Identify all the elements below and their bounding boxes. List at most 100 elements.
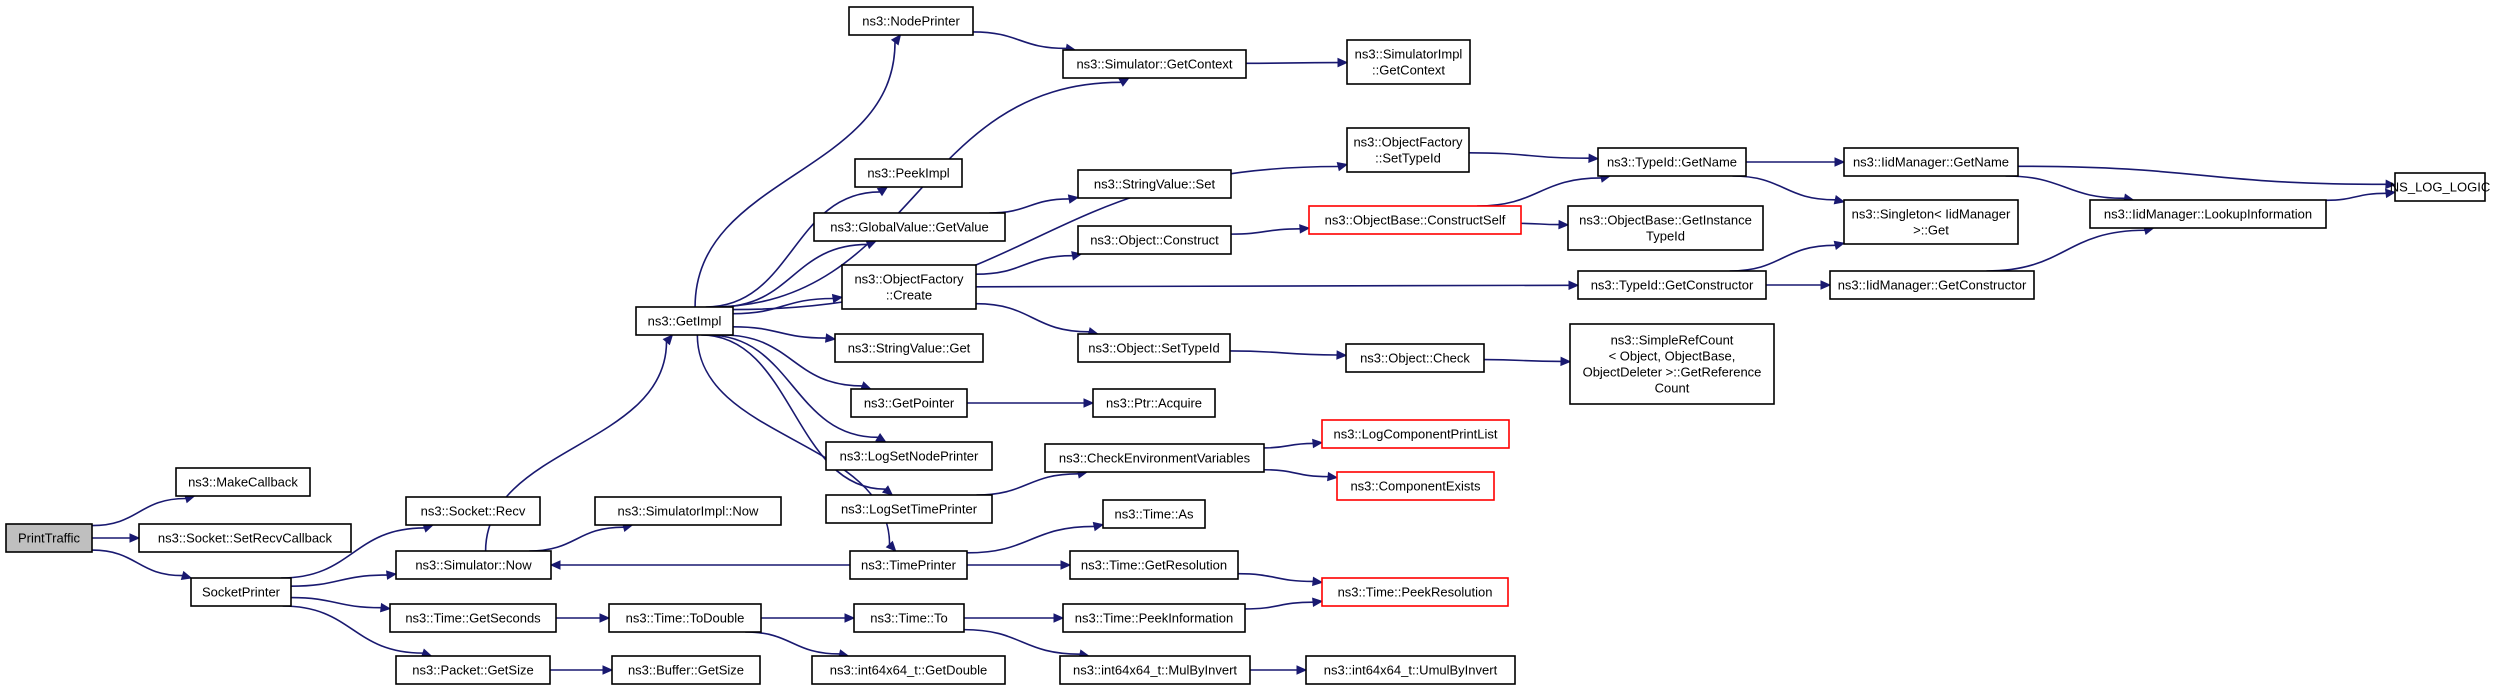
node-label: PrintTraffic: [18, 531, 81, 546]
node-printtraffic[interactable]: PrintTraffic: [5, 523, 93, 553]
node-int64-mulbyinvert[interactable]: ns3::int64x64_t::MulByInvert: [1059, 655, 1251, 685]
edge-arrowhead: [824, 333, 837, 343]
node-iidmanager-getname[interactable]: ns3::IidManager::GetName: [1843, 147, 2019, 177]
node-time-peekresolution[interactable]: ns3::Time::PeekResolution: [1321, 577, 1509, 607]
call-edge-int64-mulbyinvert-to-int64-umulbyinvert: [1250, 665, 1308, 675]
edge-line: [976, 473, 1079, 496]
node-time-peekinformation[interactable]: ns3::Time::PeekInformation: [1062, 603, 1246, 633]
node-packet-getsize[interactable]: ns3::Packet::GetSize: [395, 655, 551, 685]
node-box: [190, 577, 292, 607]
node-peekimpl[interactable]: ns3::PeekImpl: [854, 158, 963, 188]
node-simulatorimpl-now[interactable]: ns3::SimulatorImpl::Now: [594, 496, 782, 526]
node-box: [825, 494, 993, 524]
node-label: ns3::Socket::SetRecvCallback: [158, 531, 333, 546]
node-box: [853, 603, 965, 633]
call-edge-printtraffic-to-socketprinter: [91, 549, 193, 581]
node-nodeprinter[interactable]: ns3::NodePrinter: [848, 6, 974, 36]
node-object-construct[interactable]: ns3::Object::Construct: [1077, 225, 1232, 255]
call-edge-getimpl-to-objectfactory-create: [732, 293, 844, 315]
call-edge-simulator-getcontext-to-simulatorimpl-getcontext: [1245, 57, 1349, 68]
node-label: < Object, ObjectBase,: [1609, 349, 1736, 364]
node-getimpl[interactable]: ns3::GetImpl: [635, 306, 734, 336]
node-checkenvvars[interactable]: ns3::CheckEnvironmentVariables: [1044, 443, 1265, 473]
call-edge-socketprinter-to-time-getseconds: [290, 596, 392, 613]
node-time-getresolution[interactable]: ns3::Time::GetResolution: [1069, 550, 1239, 580]
node-getpointer[interactable]: ns3::GetPointer: [850, 388, 968, 418]
node-box: [1567, 205, 1764, 251]
node-iidmanager-getconstructor[interactable]: ns3::IidManager::GetConstructor: [1829, 270, 2035, 300]
node-time-getseconds[interactable]: ns3::Time::GetSeconds: [389, 603, 557, 633]
node-box: [1044, 443, 1265, 473]
node-setrecvcallback[interactable]: ns3::Socket::SetRecvCallback: [138, 523, 352, 553]
node-objectfactory-create[interactable]: ns3::ObjectFactory::Create: [841, 264, 977, 310]
edge-arrowhead: [1336, 161, 1349, 172]
node-iidmanager-lookupinformation[interactable]: ns3::IidManager::LookupInformation: [2089, 199, 2327, 229]
node-logsetnodeprinter[interactable]: ns3::LogSetNodePrinter: [825, 441, 993, 471]
node-object-check[interactable]: ns3::Object::Check: [1345, 343, 1485, 373]
edge-arrowhead: [1312, 438, 1324, 449]
call-edge-objectfactory-create-to-object-construct: [975, 251, 1083, 275]
node-stringvalue-set[interactable]: ns3::StringValue::Set: [1077, 169, 1232, 199]
edge-arrowhead: [1296, 665, 1308, 675]
node-objectbase-constructself[interactable]: ns3::ObjectBase::ConstructSelf: [1308, 205, 1522, 235]
node-simulator-now[interactable]: ns3::Simulator::Now: [395, 550, 552, 580]
node-box: [1843, 147, 2019, 177]
call-edge-timeprinter-to-simulator-now: [549, 560, 851, 570]
node-logcomponentprintlist[interactable]: ns3::LogComponentPrintList: [1321, 419, 1510, 449]
node-simulatorimpl-getcontext[interactable]: ns3::SimulatorImpl::GetContext: [1346, 39, 1471, 85]
edge-arrowhead: [885, 540, 897, 552]
node-label: ns3::SimulatorImpl: [1355, 47, 1463, 62]
node-ns-log-logic[interactable]: NS_LOG_LOGIC: [2390, 172, 2490, 202]
node-simulator-getcontext[interactable]: ns3::Simulator::GetContext: [1062, 49, 1247, 79]
node-box: [1577, 270, 1767, 300]
call-edge-iidmanager-getname-to-iidmanager-lookupinformation: [2005, 175, 2135, 203]
node-componentexists[interactable]: ns3::ComponentExists: [1336, 471, 1495, 501]
node-singleton-iidmanager-get[interactable]: ns3::Singleton< IidManager>::Get: [1843, 199, 2019, 245]
node-label: ObjectDeleter >::GetReference: [1583, 365, 1762, 380]
node-stringvalue-get[interactable]: ns3::StringValue::Get: [834, 333, 984, 363]
node-label: ns3::Packet::GetSize: [412, 663, 533, 678]
call-edge-logsettimeprinter-to-checkenvvars: [976, 469, 1089, 496]
edge-arrowhead: [1060, 560, 1072, 570]
call-edge-objectbase-constructself-to-objectbase-getinstancetypeid: [1520, 219, 1570, 230]
edge-line: [1520, 222, 1560, 226]
node-socketprinter[interactable]: SocketPrinter: [190, 577, 292, 607]
node-int64-getdouble[interactable]: ns3::int64x64_t::GetDouble: [811, 655, 1006, 685]
node-buffer-getsize[interactable]: ns3::Buffer::GetSize: [611, 655, 761, 685]
call-edge-socketprinter-to-simulator-now: [290, 570, 398, 587]
node-typeid-getname[interactable]: ns3::TypeId::GetName: [1597, 147, 1747, 177]
call-edge-getimpl-to-globalvalue-getvalue: [718, 240, 878, 308]
edge-arrowhead: [1834, 157, 1846, 167]
node-label: ::GetContext: [1372, 63, 1445, 78]
node-box: [1059, 655, 1251, 685]
call-edge-objectfactory-create-to-object-settypeid: [975, 302, 1099, 337]
node-label: ns3::Simulator::GetContext: [1076, 57, 1232, 72]
edge-arrowhead: [386, 570, 398, 580]
node-box: [850, 388, 968, 418]
node-simplerefcount-getreferencecount[interactable]: ns3::SimpleRefCount< Object, ObjectBase,…: [1569, 323, 1775, 405]
node-ptr-acquire[interactable]: ns3::Ptr::Acquire: [1092, 388, 1216, 418]
edge-arrowhead: [1299, 224, 1311, 234]
node-time-to[interactable]: ns3::Time::To: [853, 603, 965, 633]
node-globalvalue-getvalue[interactable]: ns3::GlobalValue::GetValue: [813, 212, 1006, 242]
node-box: [138, 523, 352, 553]
node-objectfactory-settypeid[interactable]: ns3::ObjectFactory::SetTypeId: [1346, 127, 1470, 173]
node-label: ns3::MakeCallback: [188, 475, 298, 490]
node-time-todouble[interactable]: ns3::Time::ToDouble: [608, 603, 762, 633]
call-edge-objectfactory-create-to-typeid-getconstructor: [975, 280, 1580, 291]
node-box: [1597, 147, 1747, 177]
node-time-as[interactable]: ns3::Time::As: [1102, 499, 1206, 529]
node-label: ns3::TypeId::GetConstructor: [1591, 278, 1754, 293]
node-int64-umulbyinvert[interactable]: ns3::int64x64_t::UmulByInvert: [1305, 655, 1516, 685]
node-timeprinter[interactable]: ns3::TimePrinter: [849, 550, 968, 580]
node-object-settypeid[interactable]: ns3::Object::SetTypeId: [1077, 333, 1231, 363]
node-logsettimeprinter[interactable]: ns3::LogSetTimePrinter: [825, 494, 993, 524]
node-box: [1077, 169, 1232, 199]
call-edge-object-settypeid-to-object-check: [1229, 350, 1348, 360]
node-socket-recv[interactable]: ns3::Socket::Recv: [405, 496, 541, 526]
node-makecallback[interactable]: ns3::MakeCallback: [175, 467, 311, 497]
node-box: [395, 550, 552, 580]
node-typeid-getconstructor[interactable]: ns3::TypeId::GetConstructor: [1577, 270, 1767, 300]
node-label: ns3::IidManager::GetName: [1853, 155, 2009, 170]
